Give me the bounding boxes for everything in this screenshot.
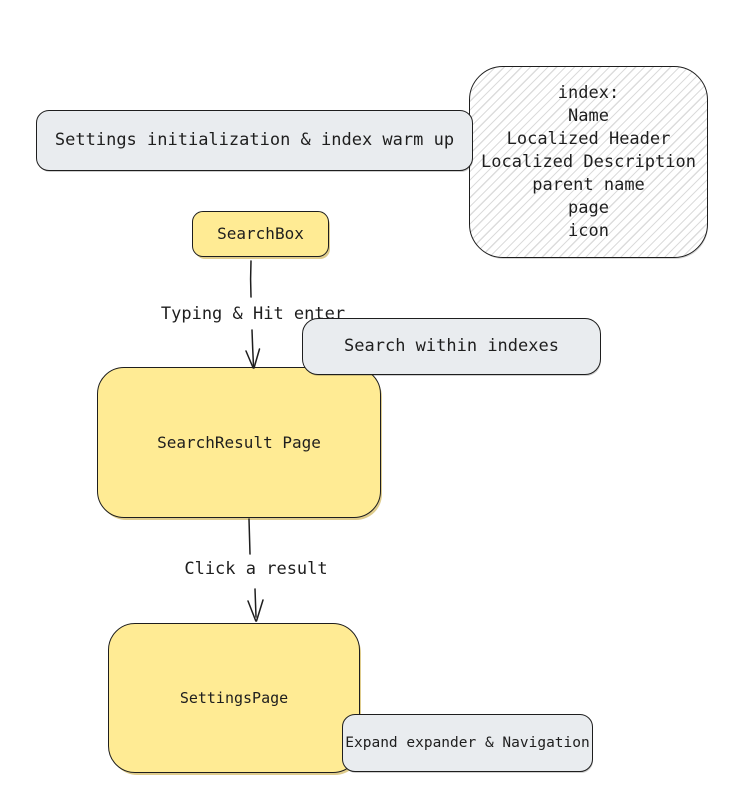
index-note-line: icon <box>568 220 609 241</box>
index-note-line: index: <box>557 82 620 103</box>
node-expand-navigation-label: Expand expander & Navigation <box>345 734 590 751</box>
node-settingspage-label: SettingsPage <box>179 688 289 707</box>
node-searchresult-page-label: SearchResult Page <box>157 432 321 452</box>
arrowhead-settingspage <box>247 599 264 622</box>
arrow-searchresult-to-settingspage-lower <box>254 588 257 618</box>
index-note-line: page <box>568 197 609 218</box>
node-searchresult-page: SearchResult Page <box>97 367 381 518</box>
edge-label-click-a-result: Click a result <box>184 559 328 579</box>
node-searchbox: SearchBox <box>192 211 329 257</box>
node-search-within-indexes: Search within indexes <box>302 318 601 375</box>
node-settings-warmup-label: Settings initialization & index warm up <box>54 129 455 150</box>
node-index-note: index: Name Localized Header Localized D… <box>469 66 708 258</box>
node-settings-warmup: Settings initialization & index warm up <box>36 110 473 171</box>
node-expand-navigation: Expand expander & Navigation <box>342 714 593 772</box>
index-note-line: Localized Header <box>506 128 671 149</box>
index-note-line: Name <box>568 105 609 126</box>
arrow-searchresult-to-settingspage-upper <box>248 518 251 555</box>
node-searchbox-label: SearchBox <box>217 224 304 243</box>
index-note-line: Localized Description <box>481 151 696 172</box>
edge-label-typing-hit-enter: Typing & Hit enter <box>160 304 346 324</box>
arrowhead-searchresult <box>245 348 261 369</box>
index-note-line: parent name <box>532 174 645 195</box>
node-settingspage: SettingsPage <box>108 623 360 773</box>
node-search-within-indexes-label: Search within indexes <box>344 335 559 356</box>
arrow-searchbox-to-searchresult-lower <box>251 329 255 367</box>
